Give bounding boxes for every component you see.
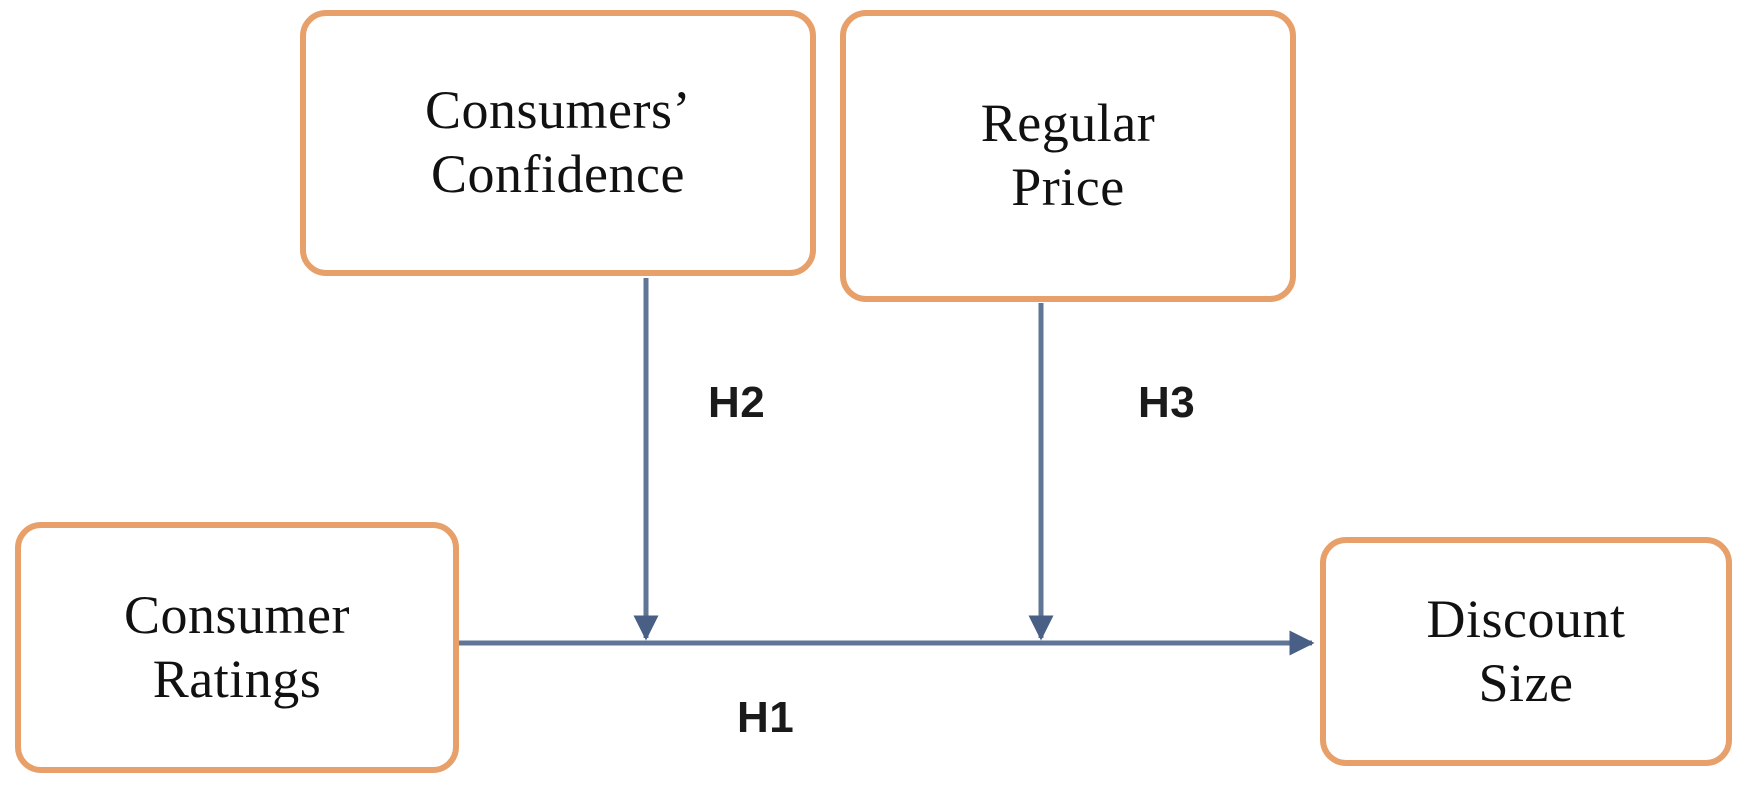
node-consumer-ratings-label: Consumer Ratings (124, 584, 350, 709)
node-consumers-confidence-label: Consumers’ Confidence (425, 80, 691, 204)
node-discount-size[interactable]: Discount Size (1320, 537, 1732, 766)
node-regular-price-label: Regular Price (980, 93, 1156, 217)
hypothesis-label-h3: H3 (1138, 378, 1196, 427)
hypothesis-label-h2: H2 (708, 378, 766, 427)
node-consumer-ratings[interactable]: Consumer Ratings (15, 522, 459, 773)
hypothesis-label-h1: H1 (737, 693, 795, 742)
node-regular-price[interactable]: Regular Price (840, 10, 1296, 302)
node-discount-size-label: Discount Size (1426, 588, 1626, 713)
node-consumers-confidence[interactable]: Consumers’ Confidence (300, 10, 816, 276)
